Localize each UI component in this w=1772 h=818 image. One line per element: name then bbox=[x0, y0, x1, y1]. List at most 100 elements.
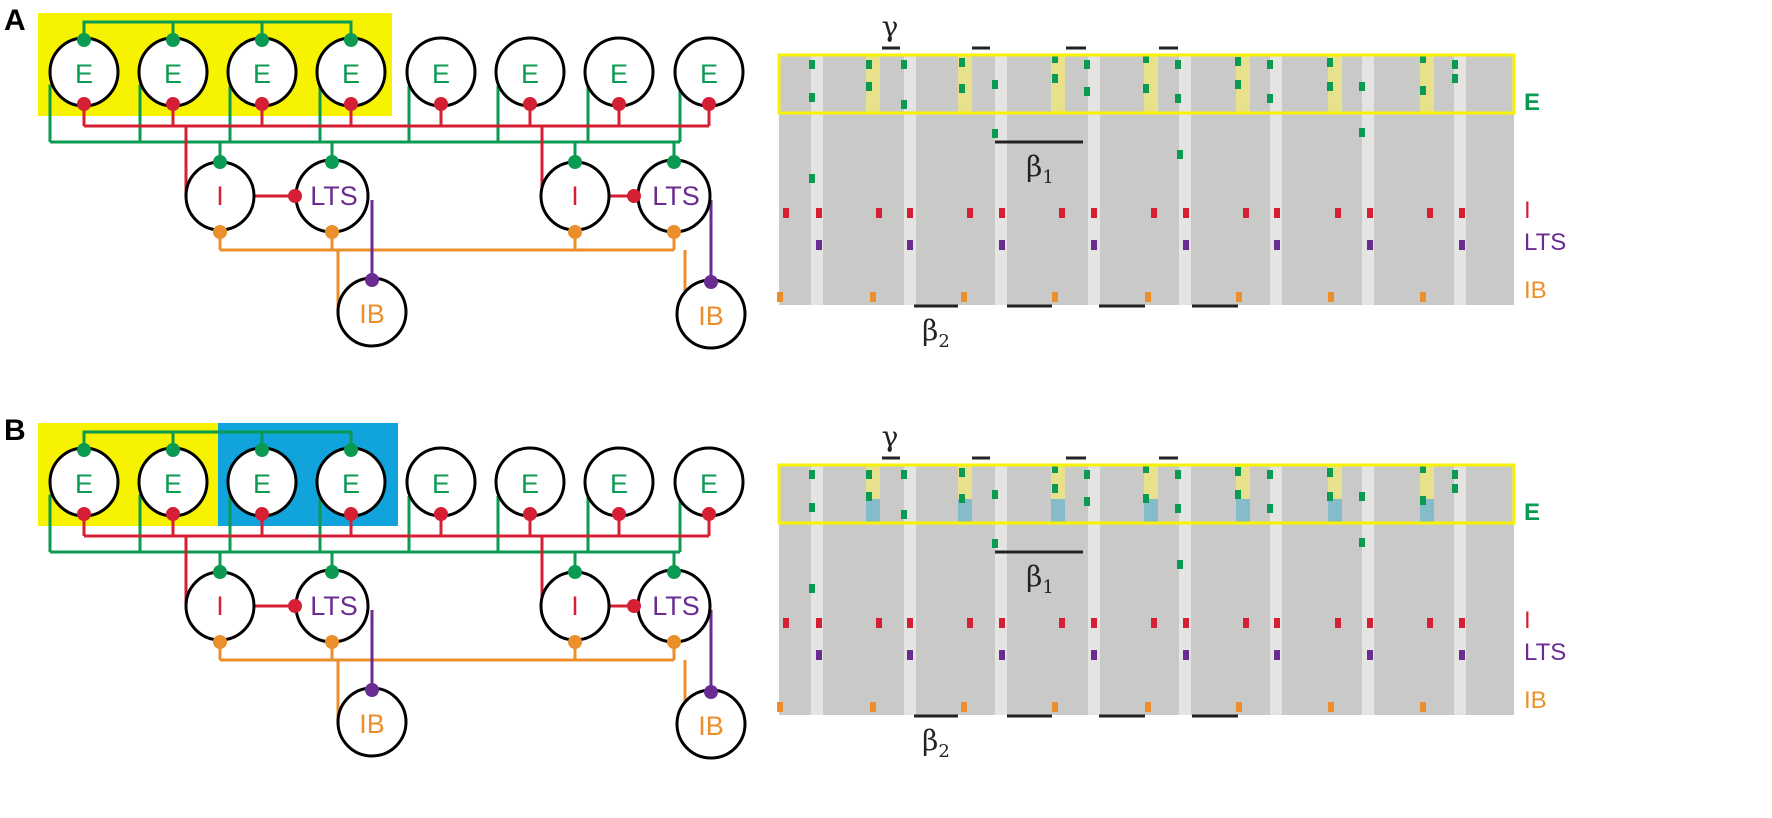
inhibitory-cell-label: I bbox=[571, 591, 579, 621]
e-spike bbox=[1420, 464, 1426, 473]
synapse-dot bbox=[255, 97, 269, 111]
e-population-outline bbox=[777, 463, 1516, 525]
gamma-band bbox=[1144, 55, 1158, 113]
row-label-ib: IB bbox=[1524, 277, 1547, 304]
excitatory-axon bbox=[586, 494, 590, 552]
gamma-label: γ bbox=[882, 420, 899, 453]
synapse-dot bbox=[77, 33, 91, 47]
i-spike bbox=[1335, 208, 1341, 218]
synapse-dot bbox=[166, 507, 180, 521]
e-spike bbox=[809, 470, 815, 479]
excitatory-axon bbox=[677, 494, 682, 552]
e-spike bbox=[959, 84, 965, 93]
lts-spike bbox=[1274, 650, 1280, 660]
e-spike bbox=[901, 60, 907, 69]
subscript: 2 bbox=[938, 331, 949, 352]
panel-letter: A bbox=[4, 4, 26, 37]
e-spike bbox=[992, 539, 998, 548]
synapse-dot bbox=[213, 565, 227, 579]
excitatory-axon bbox=[677, 84, 682, 142]
gamma-band-blue bbox=[1328, 499, 1342, 523]
e-spike bbox=[1175, 94, 1181, 103]
e-spike bbox=[1175, 470, 1181, 479]
excitatory-cell-label: E bbox=[610, 469, 628, 499]
inhibitory-cell-label: I bbox=[571, 181, 579, 211]
synapse-dot bbox=[365, 683, 379, 697]
i-spike bbox=[783, 618, 789, 628]
ib-spike bbox=[777, 702, 783, 712]
i-spike bbox=[1059, 618, 1065, 628]
e-spike bbox=[1452, 60, 1458, 69]
e-spike bbox=[1267, 504, 1273, 513]
synapse-dot bbox=[612, 507, 626, 521]
lts-spike bbox=[1367, 240, 1373, 250]
lts-spike bbox=[999, 650, 1005, 660]
ib-spike bbox=[777, 292, 783, 302]
synapse-dot bbox=[568, 155, 582, 169]
gamma-band bbox=[1420, 55, 1434, 113]
synapse-dot bbox=[344, 443, 358, 457]
i-spike bbox=[1459, 208, 1465, 218]
gamma-band-blue bbox=[1236, 499, 1250, 523]
e-spike bbox=[1359, 492, 1365, 501]
excitatory-cell-label: E bbox=[75, 469, 93, 499]
e-spike bbox=[809, 503, 815, 512]
greek-letter: β bbox=[922, 724, 938, 757]
ib-spike bbox=[1236, 292, 1242, 302]
excitatory-cell-label: E bbox=[342, 59, 360, 89]
i-spike bbox=[967, 208, 973, 218]
row-label-e: E bbox=[1524, 499, 1540, 526]
lts-cell-label: LTS bbox=[310, 181, 358, 211]
i-spike bbox=[1367, 208, 1373, 218]
excitatory-axon bbox=[48, 494, 52, 552]
recurrent-excitation-line bbox=[82, 20, 353, 38]
beta2-label: β2 bbox=[922, 314, 950, 352]
ib-spike bbox=[1236, 702, 1242, 712]
subscript: 1 bbox=[1042, 577, 1053, 598]
beta1-label: β1 bbox=[1026, 560, 1054, 598]
lts-cell-label: LTS bbox=[310, 591, 358, 621]
beta-band bbox=[1270, 55, 1282, 305]
excitatory-cell-label: E bbox=[700, 469, 718, 499]
ib-spike bbox=[1145, 292, 1151, 302]
e-spike bbox=[1327, 58, 1333, 67]
e-spike bbox=[1420, 496, 1426, 505]
e-spike bbox=[1175, 504, 1181, 513]
i-spike bbox=[1274, 208, 1280, 218]
greek-letter: β bbox=[922, 314, 938, 347]
e-spike bbox=[1235, 80, 1241, 89]
subscript: 2 bbox=[938, 741, 949, 762]
e-spike bbox=[1084, 87, 1090, 96]
e-spike bbox=[1084, 497, 1090, 506]
excitatory-cell-label: E bbox=[610, 59, 628, 89]
e-spike bbox=[1452, 470, 1458, 479]
i-spike bbox=[1183, 618, 1189, 628]
e-spike bbox=[1267, 60, 1273, 69]
e-spike bbox=[1052, 54, 1058, 63]
synapse-dot bbox=[325, 225, 339, 239]
e-spike bbox=[1143, 84, 1149, 93]
excitatory-cell-label: E bbox=[700, 59, 718, 89]
e-spike bbox=[992, 490, 998, 499]
excitatory-cell-label: E bbox=[521, 469, 539, 499]
lts-spike bbox=[816, 650, 822, 660]
e-spike bbox=[1177, 560, 1183, 569]
i-spike bbox=[1459, 618, 1465, 628]
i-spike bbox=[1243, 618, 1249, 628]
lts-cell-label: LTS bbox=[652, 181, 700, 211]
e-spike bbox=[866, 60, 872, 69]
row-label-i: I bbox=[1524, 607, 1531, 634]
e-spike bbox=[1052, 74, 1058, 83]
beta-band bbox=[1270, 465, 1282, 715]
e-spike bbox=[1052, 464, 1058, 473]
synapse-dot bbox=[77, 507, 91, 521]
excitatory-cell-label: E bbox=[253, 469, 271, 499]
gamma-band-blue bbox=[958, 499, 972, 523]
excitatory-cell-label: E bbox=[164, 469, 182, 499]
excitatory-axon bbox=[48, 84, 52, 142]
e-spike bbox=[901, 510, 907, 519]
e-spike bbox=[1420, 86, 1426, 95]
